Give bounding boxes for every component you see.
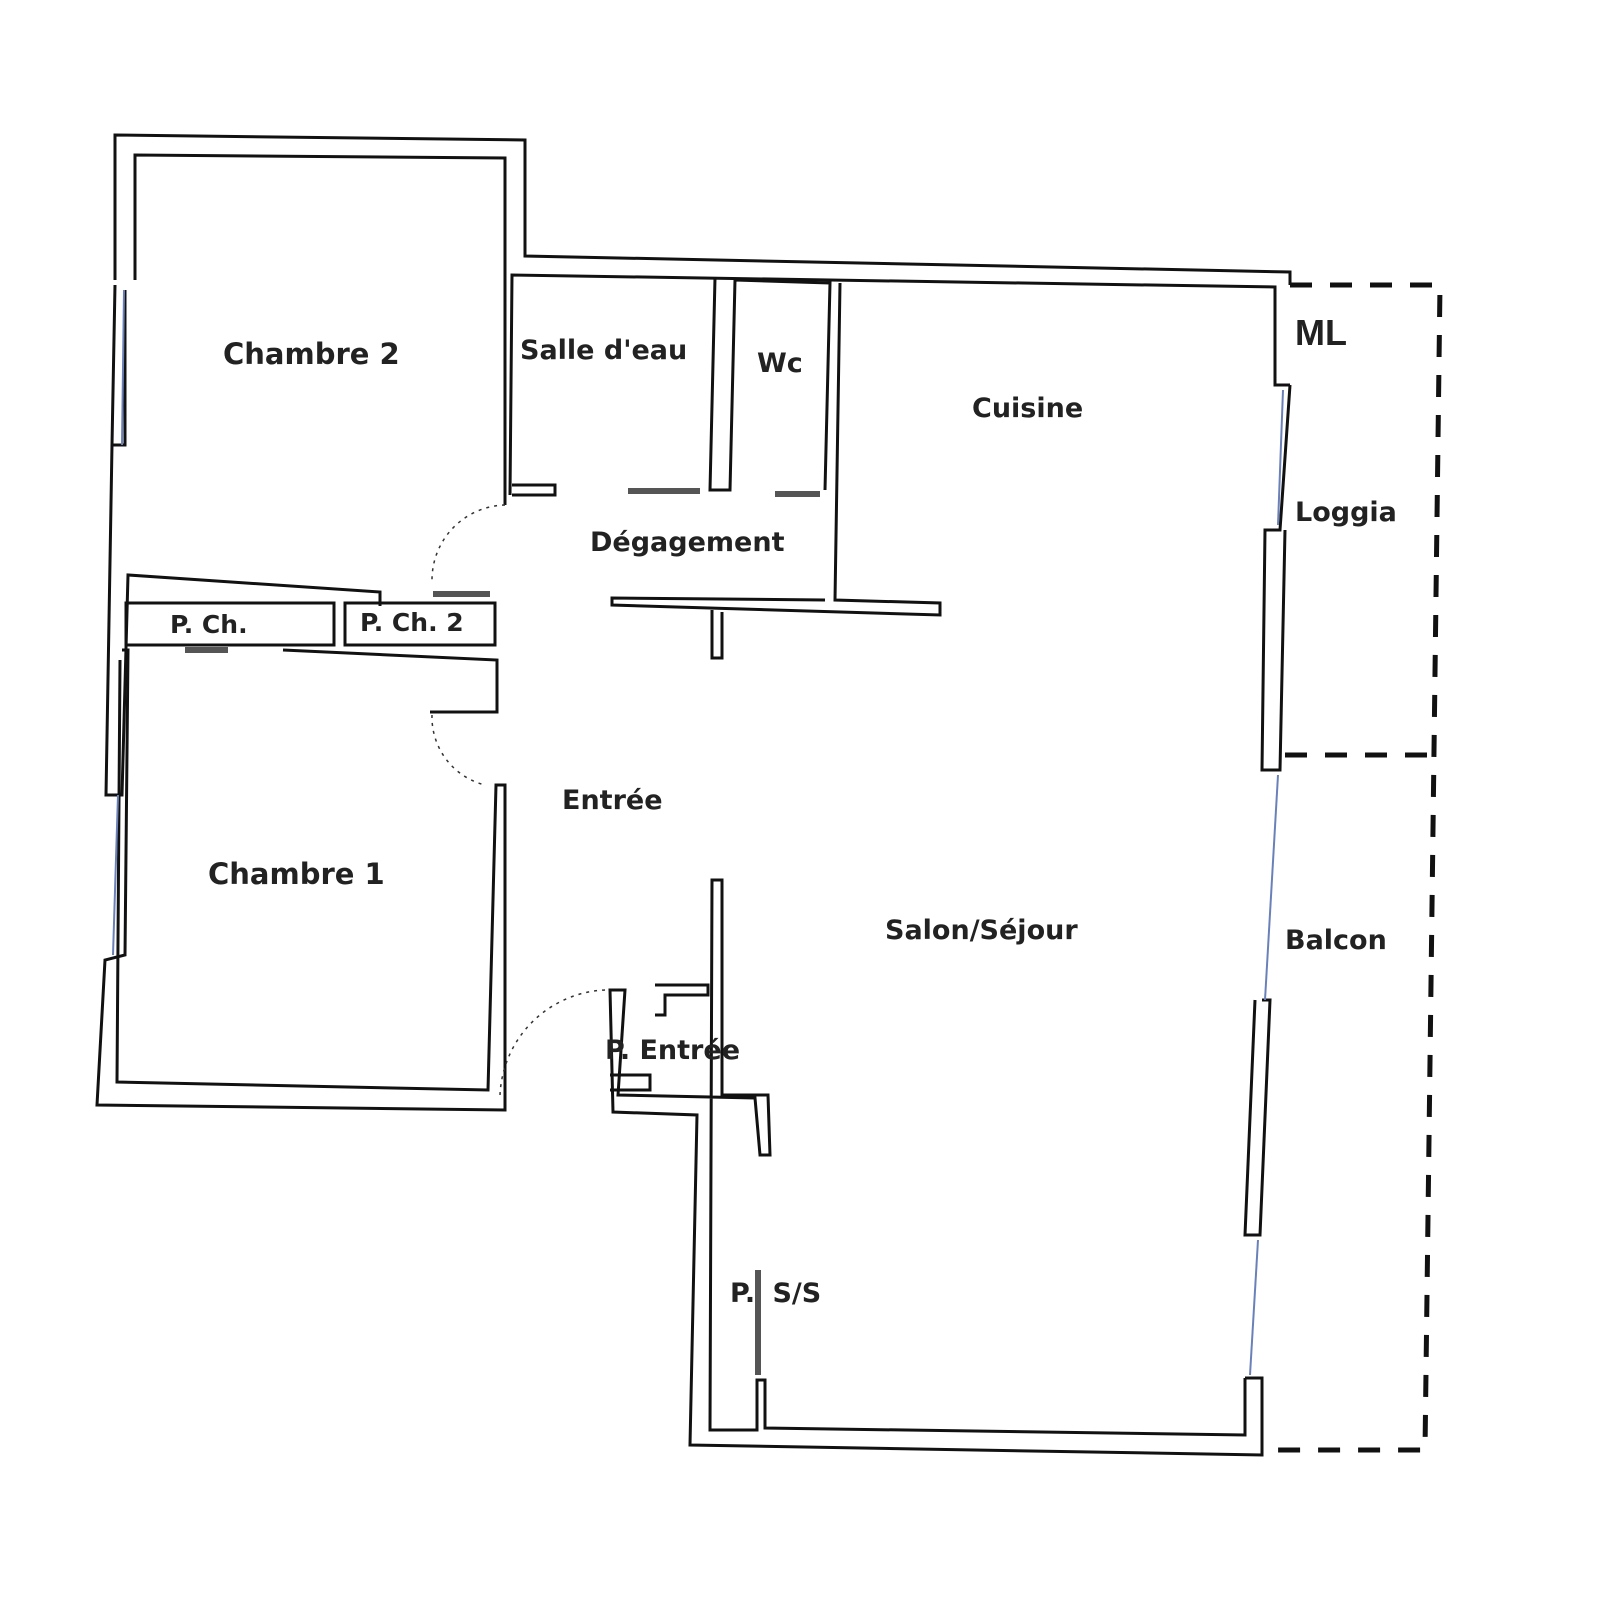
room-chambre-1: Chambre 1 <box>208 857 385 891</box>
door-swings <box>431 504 606 1096</box>
walls <box>95 133 1292 1457</box>
room-ml: ML <box>1295 312 1347 353</box>
windows <box>112 289 1284 1376</box>
room-cuisine: Cuisine <box>972 393 1084 424</box>
room-degagement: Dégagement <box>590 527 785 558</box>
room-chambre-2: Chambre 2 <box>223 337 400 371</box>
closet-p-entree-label: P. Entrée <box>605 1035 740 1066</box>
sliding-doors <box>185 488 820 1375</box>
closet-p-ch <box>124 601 336 647</box>
closet-p-ch2-label: P. Ch. 2 <box>360 608 464 637</box>
room-loggia: Loggia <box>1295 497 1397 528</box>
room-wc: Wc <box>757 348 803 379</box>
room-salle-eau: Salle d'eau <box>520 335 688 366</box>
room-salon-sejour: Salon/Séjour <box>885 915 1078 946</box>
closet-p-ss-label: P. S/S <box>730 1278 822 1309</box>
closet-p-ch-label: P. Ch. <box>170 610 248 639</box>
closet-p-ch2 <box>343 601 497 647</box>
room-balcon: Balcon <box>1285 925 1387 956</box>
room-entree: Entrée <box>562 785 663 816</box>
outdoor-outline <box>1275 282 1443 1453</box>
